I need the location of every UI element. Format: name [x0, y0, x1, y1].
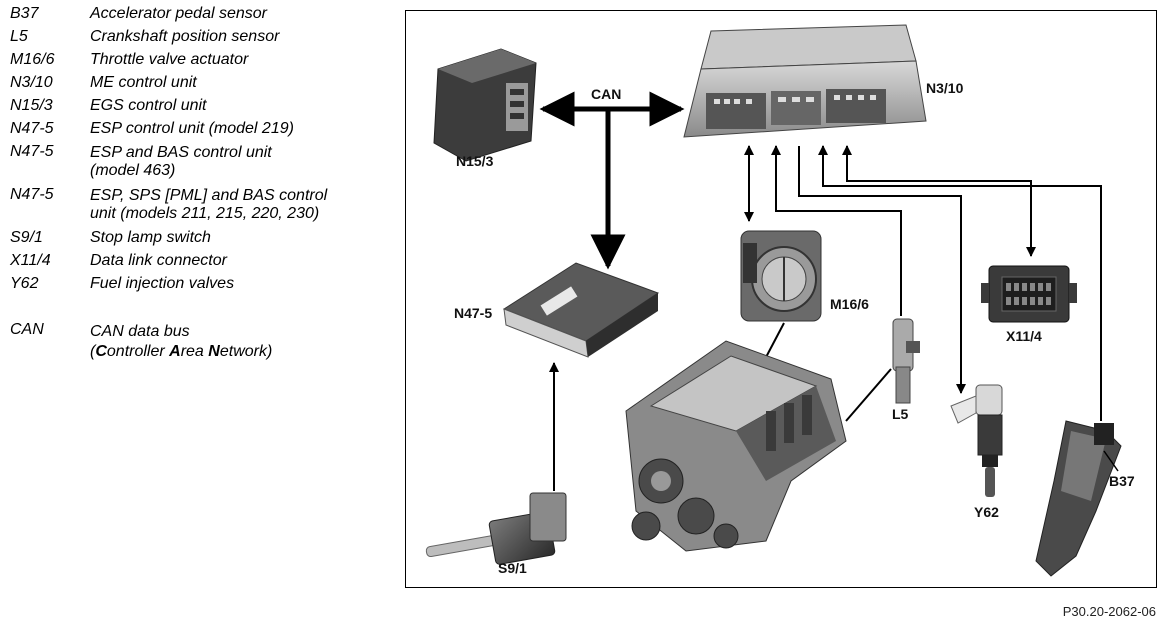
legend-desc: ESP control unit (model 219): [90, 120, 294, 137]
s9-1-label: S9/1: [498, 560, 527, 576]
legend-row-m16-6: M16/6 Throttle valve actuator: [10, 52, 390, 68]
n3-10-label: N3/10: [926, 80, 964, 96]
x11-4-label: X11/4: [1006, 328, 1042, 344]
legend-row-y62: Y62 Fuel injection valves: [10, 276, 390, 292]
legend-code: N47-5: [10, 186, 54, 203]
legend-desc: (model 463): [90, 162, 176, 179]
legend-desc: Accelerator pedal sensor: [90, 5, 267, 22]
x11-4-data-link-connector: [981, 265, 1077, 323]
can-part: A: [169, 343, 181, 360]
can-bus: [539, 91, 685, 270]
can-part: N: [208, 343, 220, 360]
legend-row-s9-1: S9/1 Stop lamp switch: [10, 230, 390, 246]
can-label: CAN: [591, 86, 621, 102]
network-diagram: CAN N3/10 N15/3 N47-5 M16/6 X11/4 L5 Y62…: [425, 24, 1135, 577]
legend-code: L5: [10, 28, 28, 45]
n15-3-label: N15/3: [456, 153, 494, 169]
legend-desc: CAN data bus: [90, 323, 190, 340]
legend-code: N3/10: [10, 74, 53, 91]
can-expansion: (Controller Area Network): [90, 342, 390, 362]
legend-row-n47-5-463: N47-5 ESP and BAS control unit (model 46…: [10, 144, 390, 180]
m16-6-label: M16/6: [830, 296, 869, 312]
can-part: ontroller: [106, 343, 170, 360]
legend-desc: Fuel injection valves: [90, 275, 235, 292]
legend-row-n47-5-219: N47-5 ESP control unit (model 219): [10, 121, 390, 137]
engine: [625, 340, 847, 552]
can-part: (: [90, 343, 96, 360]
l5-crankshaft-sensor: [892, 318, 920, 404]
y62-label: Y62: [974, 504, 999, 520]
legend-row-b37: B37 Accelerator pedal sensor: [10, 6, 390, 22]
legend-desc: Throttle valve actuator: [90, 51, 249, 68]
legend: B37 Accelerator pedal sensor L5 Cranksha…: [10, 6, 390, 362]
m16-6-leader-line: [763, 322, 785, 362]
legend-code: N15/3: [10, 97, 53, 114]
legend-desc: unit (models 211, 215, 220, 230): [90, 205, 320, 222]
legend-code: CAN: [10, 321, 44, 338]
legend-row-x11-4: X11/4 Data link connector: [10, 253, 390, 269]
can-part: etwork): [219, 343, 273, 360]
legend-code: N47-5: [10, 120, 54, 137]
n15-3-control-unit: [433, 48, 537, 162]
n3-10-signal-lines: [744, 145, 1102, 421]
legend-row-n47-5-211: N47-5 ESP, SPS [PML] and BAS control uni…: [10, 187, 390, 223]
b37-leader-line: [1103, 450, 1119, 472]
legend-row-can: CAN CAN data bus (Controller Area Networ…: [10, 322, 390, 362]
legend-row-n15-3: N15/3 EGS control unit: [10, 98, 390, 114]
legend-code: Y62: [10, 275, 39, 292]
legend-code: N47-5: [10, 143, 54, 160]
y62-fuel-injector: [950, 384, 1003, 497]
n3-10-control-unit: [683, 24, 927, 138]
legend-desc: EGS control unit: [90, 97, 207, 114]
legend-desc: ME control unit: [90, 74, 197, 91]
b37-label: B37: [1109, 473, 1135, 489]
legend-code: B37: [10, 5, 39, 22]
l5-leader-line: [845, 368, 892, 422]
legend-desc: ESP, SPS [PML] and BAS control: [90, 187, 328, 204]
diagram-frame: CAN N3/10 N15/3 N47-5 M16/6 X11/4 L5 Y62…: [405, 10, 1157, 588]
m16-6-throttle-valve: [740, 230, 822, 322]
legend-desc: Stop lamp switch: [90, 229, 211, 246]
can-part: C: [95, 343, 107, 360]
s9-1-stop-lamp-switch: [425, 492, 567, 565]
b37-accelerator-pedal: [1035, 420, 1122, 577]
legend-code: X11/4: [10, 252, 51, 269]
can-part: rea: [180, 343, 209, 360]
legend-row-l5: L5 Crankshaft position sensor: [10, 29, 390, 45]
n47-5-label: N47-5: [454, 305, 492, 321]
figure-reference: P30.20-2062-06: [1062, 604, 1156, 619]
legend-desc: Data link connector: [90, 252, 227, 269]
legend-code: M16/6: [10, 51, 55, 68]
l5-label: L5: [892, 406, 909, 422]
legend-desc: Crankshaft position sensor: [90, 28, 280, 45]
legend-desc: ESP and BAS control unit: [90, 144, 272, 161]
legend-row-n3-10: N3/10 ME control unit: [10, 75, 390, 91]
legend-code: S9/1: [10, 229, 43, 246]
n47-5-control-unit: [502, 262, 660, 358]
